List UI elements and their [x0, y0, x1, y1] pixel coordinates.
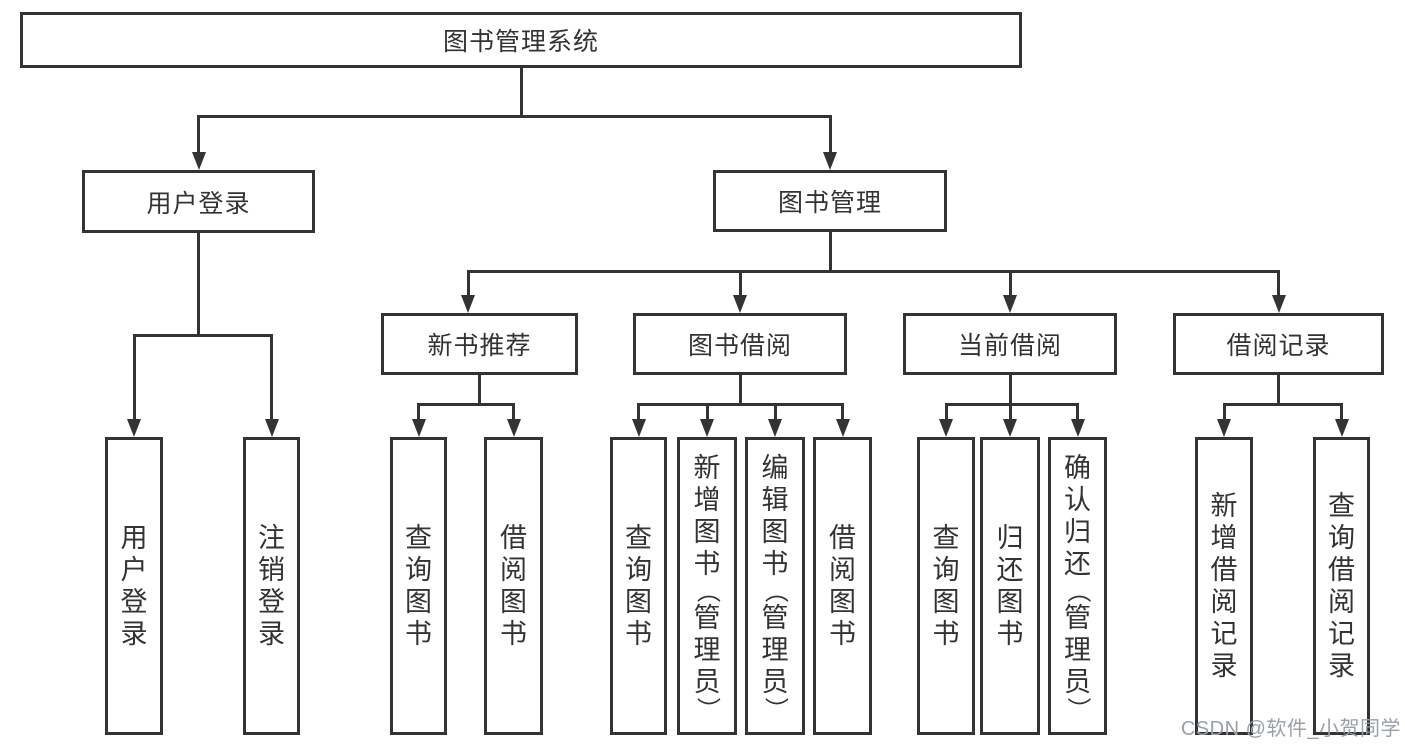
arrowhead-down-icon — [835, 419, 850, 437]
arrowhead-down-icon — [1003, 419, 1017, 437]
watermark: CSDN @软件_小贺同学 — [1180, 718, 1401, 740]
arrowhead-down-icon — [506, 419, 521, 437]
arrowhead-down-icon — [768, 419, 782, 437]
connector-line — [1008, 403, 1012, 422]
leaf-current-query-books: 查询图书 — [917, 437, 975, 735]
arrowhead-down-icon — [939, 419, 953, 437]
node-book-management: 图书管理 — [713, 170, 947, 232]
leaf-logout: 注销登录 — [243, 437, 300, 735]
connector-line — [466, 270, 470, 298]
leaf-recommend-borrow-books: 借阅图书 — [484, 437, 543, 735]
leaf-records-query-record: 查询借阅记录 — [1313, 437, 1370, 735]
node-user-login: 用户登录 — [82, 170, 315, 233]
arrowhead-down-icon — [191, 152, 206, 170]
leaf-borrow-borrow-books: 借阅图书 — [813, 437, 872, 735]
connector-line — [738, 375, 742, 406]
connector-line — [132, 334, 273, 337]
connector-line — [841, 403, 844, 422]
connector-line — [828, 115, 832, 155]
connector-line — [637, 403, 640, 422]
connector-line — [773, 403, 777, 422]
connector-line — [944, 403, 948, 422]
connector-line — [417, 403, 420, 422]
connector-line — [637, 403, 844, 406]
arrowhead-down-icon — [411, 419, 426, 437]
connector-line — [512, 403, 515, 422]
arrowhead-down-icon — [733, 295, 747, 313]
connector-line — [197, 115, 832, 118]
node-new-book-recommendation: 新书推荐 — [381, 313, 578, 375]
leaf-borrow-edit-books-admin: 编辑图书（管理员） — [745, 437, 805, 735]
leaf-recommend-query-books: 查询图书 — [390, 437, 447, 735]
connector-line — [478, 375, 481, 406]
connector-line — [1076, 403, 1079, 422]
leaf-records-add-record: 新增借阅记录 — [1195, 437, 1253, 735]
node-current-borrowing: 当前借阅 — [903, 313, 1117, 375]
arrowhead-down-icon — [1271, 295, 1286, 313]
node-library-management-system: 图书管理系统 — [20, 12, 1022, 68]
arrowhead-down-icon — [127, 419, 141, 437]
connector-line — [944, 403, 1079, 406]
arrowhead-down-icon — [1003, 295, 1017, 313]
arrowhead-down-icon — [823, 152, 837, 170]
connector-line — [738, 270, 742, 298]
node-book-borrowing: 图书借阅 — [633, 313, 847, 375]
connector-line — [417, 403, 515, 406]
arrowhead-down-icon — [1334, 419, 1349, 437]
leaf-borrow-query-books: 查询图书 — [610, 437, 667, 735]
arrowhead-down-icon — [1217, 419, 1231, 437]
connector-line — [132, 334, 136, 422]
connector-line — [270, 334, 273, 422]
arrowhead-down-icon — [1070, 419, 1085, 437]
leaf-current-return-books: 归还图书 — [980, 437, 1040, 735]
leaf-borrow-add-books-admin: 新增图书（管理员） — [677, 437, 737, 735]
connector-line — [519, 68, 523, 118]
arrowhead-down-icon — [264, 419, 279, 437]
connector-line — [1008, 270, 1012, 298]
connector-line — [197, 233, 200, 337]
connector-line — [1008, 375, 1012, 406]
connector-line — [1222, 403, 1226, 422]
leaf-user-login: 用户登录 — [105, 437, 163, 735]
arrowhead-down-icon — [631, 419, 646, 437]
connector-line — [1222, 403, 1343, 406]
connector-line — [197, 115, 200, 155]
arrowhead-down-icon — [461, 295, 475, 313]
connector-line — [1340, 403, 1343, 422]
connector-line — [705, 403, 709, 422]
connector-line — [1277, 375, 1280, 406]
leaf-current-confirm-return-admin: 确认归还（管理员） — [1048, 437, 1107, 735]
connector-line — [466, 270, 1280, 273]
connector-line — [828, 232, 832, 273]
node-borrowing-records: 借阅记录 — [1173, 313, 1384, 375]
arrowhead-down-icon — [700, 419, 714, 437]
connector-line — [1277, 270, 1280, 298]
